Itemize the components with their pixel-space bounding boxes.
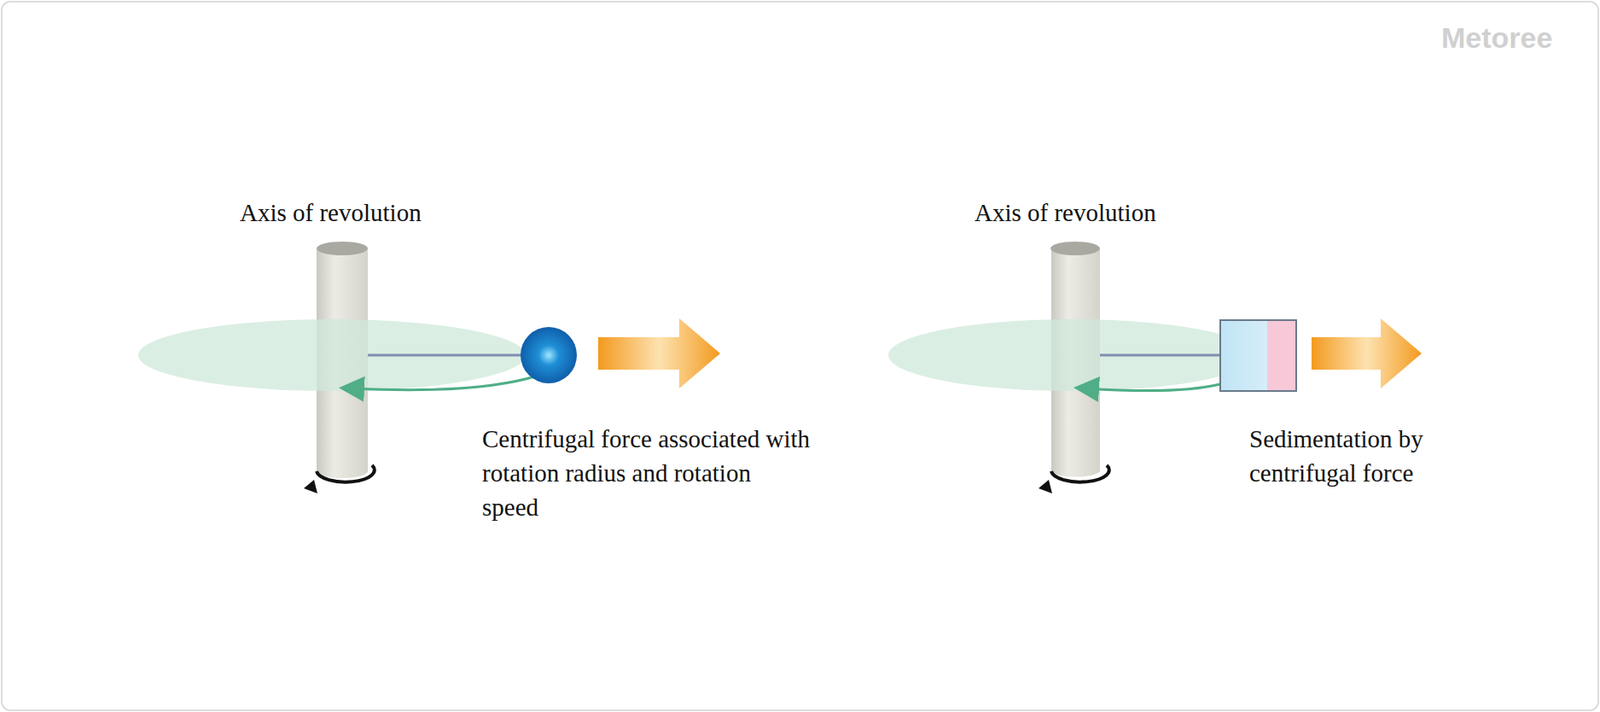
force-arrow (1311, 318, 1422, 389)
rotation-arrow-head (1038, 479, 1053, 494)
force-caption: Centrifugal force associated with rotati… (482, 421, 811, 524)
force-arrow (598, 318, 721, 389)
sedimentation-caption: Sedimentation by centrifugal force (1249, 421, 1467, 490)
rotation-arrow-head (303, 479, 318, 494)
axis-top (1050, 241, 1100, 256)
orbit-arrow (351, 375, 538, 390)
rotation-arrow (316, 465, 375, 483)
sediment (1267, 320, 1296, 390)
rotation-disc (888, 319, 1256, 391)
watermark: Metoree (1441, 20, 1553, 55)
left-figure (138, 241, 721, 494)
rotation-arrow (1051, 465, 1110, 483)
axis-top (316, 241, 368, 256)
rotation-disc (138, 319, 526, 391)
radius-line (367, 354, 523, 357)
rotating-ball (520, 326, 577, 384)
orbit-arrow (1086, 384, 1221, 391)
right-figure (888, 241, 1422, 494)
radius-line (1099, 354, 1221, 357)
axis-label: Axis of revolution (239, 195, 422, 230)
sample-tube (1220, 320, 1297, 391)
axis-label: Axis of revolution (974, 195, 1157, 230)
